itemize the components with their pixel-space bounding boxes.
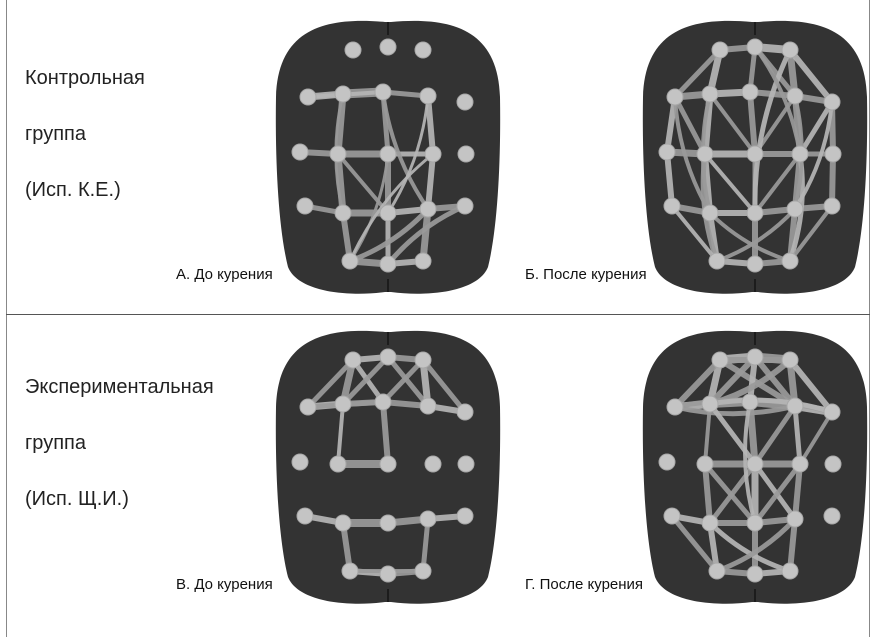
- electrode-node-t6: [824, 508, 840, 524]
- electrode-node-f8: [824, 94, 840, 110]
- panel-label-c: В. До курения: [176, 576, 273, 593]
- electrode-node-pz: [747, 515, 763, 531]
- electrode-node-o1: [709, 253, 725, 269]
- electrode-node-f3: [702, 396, 718, 412]
- electrode-node-pz: [380, 515, 396, 531]
- electrode-node-f7: [667, 89, 683, 105]
- electrode-node-p4: [420, 201, 436, 217]
- electrode-node-fp1: [345, 352, 361, 368]
- electrode-node-p4: [787, 511, 803, 527]
- electrode-node-c4: [792, 456, 808, 472]
- electrode-node-f7: [667, 399, 683, 415]
- electrode-node-c4: [425, 146, 441, 162]
- electrode-node-t4: [825, 146, 841, 162]
- electrode-node-t3: [659, 144, 675, 160]
- panel-label-d: Г. После курения: [525, 576, 643, 593]
- electrode-node-fpz: [747, 39, 763, 55]
- electrode-node-t4: [458, 146, 474, 162]
- electrode-node-fz: [742, 394, 758, 410]
- electrode-node-f3: [702, 86, 718, 102]
- electrode-node-o1: [342, 253, 358, 269]
- electrode-node-cz: [380, 146, 396, 162]
- electrode-node-t6: [824, 198, 840, 214]
- electrode-node-o2: [415, 563, 431, 579]
- electrode-node-f4: [420, 88, 436, 104]
- electrode-node-fpz: [380, 39, 396, 55]
- electrode-node-f4: [787, 398, 803, 414]
- electrode-node-fp1: [712, 42, 728, 58]
- electrode-node-o2: [415, 253, 431, 269]
- electrode-node-f8: [457, 404, 473, 420]
- head-map-b: [643, 21, 867, 294]
- head-map-a: [276, 21, 500, 294]
- electrode-node-fp2: [415, 42, 431, 58]
- electrode-node-pz: [747, 205, 763, 221]
- electrode-node-p4: [787, 201, 803, 217]
- electrode-node-fpz: [380, 349, 396, 365]
- electrode-node-cz: [380, 456, 396, 472]
- electrode-node-fpz: [747, 349, 763, 365]
- electrode-node-fz: [375, 84, 391, 100]
- electrode-node-c3: [330, 146, 346, 162]
- electrode-node-t4: [825, 456, 841, 472]
- electrode-node-t5: [664, 198, 680, 214]
- electrode-node-oz: [380, 256, 396, 272]
- electrode-node-t3: [659, 454, 675, 470]
- electrode-node-pz: [380, 205, 396, 221]
- electrode-node-t3: [292, 454, 308, 470]
- electrode-node-o1: [709, 563, 725, 579]
- head-map-d: [643, 331, 867, 604]
- electrode-node-p3: [702, 205, 718, 221]
- electrode-node-o1: [342, 563, 358, 579]
- electrode-node-fp2: [415, 352, 431, 368]
- electrode-node-o2: [782, 253, 798, 269]
- panel-label-a: А. До курения: [176, 266, 273, 283]
- electrode-node-t6: [457, 198, 473, 214]
- electrode-node-t5: [297, 508, 313, 524]
- electrode-node-oz: [747, 256, 763, 272]
- electrode-node-p3: [702, 515, 718, 531]
- electrode-node-fz: [742, 84, 758, 100]
- electrode-node-f4: [787, 88, 803, 104]
- electrode-node-t4: [458, 456, 474, 472]
- panel-label-b: Б. После курения: [525, 266, 647, 283]
- electrode-node-cz: [747, 146, 763, 162]
- electrode-node-oz: [747, 566, 763, 582]
- electrode-node-c3: [697, 456, 713, 472]
- head-map-c: [276, 331, 500, 604]
- electrode-node-fp1: [712, 352, 728, 368]
- electrode-node-f3: [335, 396, 351, 412]
- electrode-node-t5: [297, 198, 313, 214]
- electrode-node-f8: [824, 404, 840, 420]
- electrode-node-f3: [335, 86, 351, 102]
- electrode-node-fp1: [345, 42, 361, 58]
- electrode-node-f4: [420, 398, 436, 414]
- electrode-node-o2: [782, 563, 798, 579]
- electrode-node-p3: [335, 515, 351, 531]
- electrode-node-fz: [375, 394, 391, 410]
- electrode-node-f7: [300, 399, 316, 415]
- electrode-node-f7: [300, 89, 316, 105]
- electrode-node-t3: [292, 144, 308, 160]
- electrode-node-c4: [792, 146, 808, 162]
- electrode-node-t6: [457, 508, 473, 524]
- electrode-node-fp2: [782, 352, 798, 368]
- electrode-node-c3: [330, 456, 346, 472]
- electrode-node-oz: [380, 566, 396, 582]
- electrode-node-c3: [697, 146, 713, 162]
- electrode-node-c4: [425, 456, 441, 472]
- electrode-node-t5: [664, 508, 680, 524]
- electrode-node-cz: [747, 456, 763, 472]
- electrode-node-p4: [420, 511, 436, 527]
- electrode-node-fp2: [782, 42, 798, 58]
- electrode-node-p3: [335, 205, 351, 221]
- electrode-node-f8: [457, 94, 473, 110]
